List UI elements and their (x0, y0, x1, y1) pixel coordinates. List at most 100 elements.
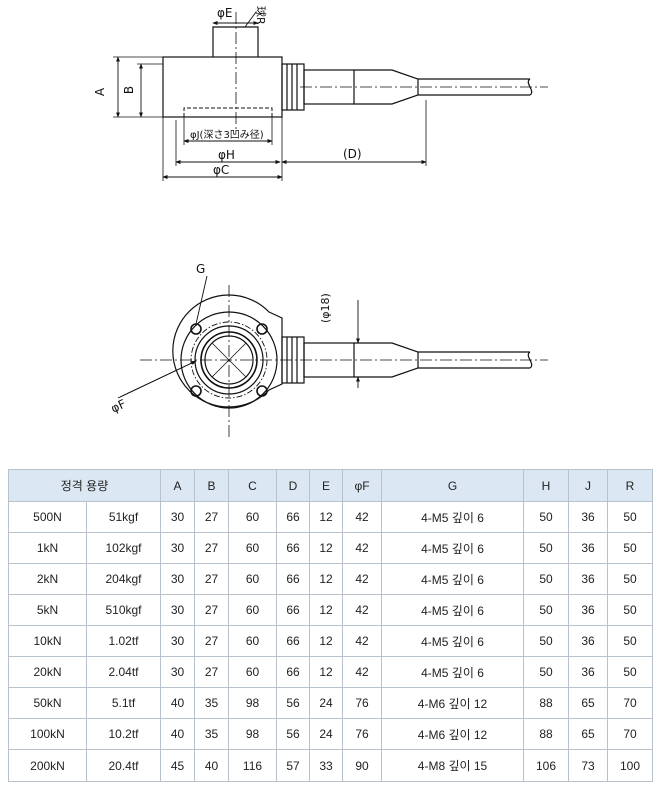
technical-drawing: φE 球R A B φJ(深さ3凹み径) φH φC (D) (93, 6, 548, 438)
g-leader (195, 275, 208, 325)
cell-j: 36 (568, 532, 608, 564)
cell-h: 50 (523, 532, 569, 564)
cell-j: 36 (568, 563, 608, 595)
cell-a: 30 (160, 594, 195, 626)
cell-capacity-kgf: 204kgf (86, 563, 161, 595)
cell-d: 56 (276, 718, 310, 750)
cell-g: 4-M5 깊이 6 (381, 563, 524, 595)
sensor-body (162, 56, 283, 118)
cell-e: 24 (309, 718, 343, 750)
cell-j: 65 (568, 718, 608, 750)
cell-c: 116 (228, 749, 277, 782)
cell-capacity-n: 10kN (8, 625, 87, 657)
cell-b: 27 (194, 532, 229, 564)
cell-phi-f: 42 (342, 656, 382, 688)
cell-d: 66 (276, 656, 310, 688)
top-diagonal-2 (211, 342, 247, 378)
cell-a: 30 (160, 501, 195, 533)
cell-r: 50 (607, 563, 653, 595)
header-b: B (194, 469, 229, 502)
cell-a: 30 (160, 625, 195, 657)
cell-capacity-kgf: 2.04tf (86, 656, 161, 688)
cell-capacity-kgf: 10.2tf (86, 718, 161, 750)
header-d: D (276, 469, 310, 502)
cable (418, 78, 530, 96)
cell-capacity-n: 1kN (8, 532, 87, 564)
cell-h: 50 (523, 594, 569, 626)
label-phi-c: φC (213, 163, 229, 177)
cell-h: 50 (523, 501, 569, 533)
header-capacity: 정격 용량 (8, 469, 161, 502)
label-a: A (93, 87, 107, 96)
table-header-row: 정격 용량 A B C D E φF G H J R (8, 469, 653, 502)
cell-capacity-kgf: 20.4tf (86, 749, 161, 782)
cell-r: 50 (607, 656, 653, 688)
cell-d: 66 (276, 501, 310, 533)
cell-e: 12 (309, 594, 343, 626)
cell-phi-f: 42 (342, 532, 382, 564)
label-phi-f: φF (109, 397, 128, 416)
cell-h: 88 (523, 687, 569, 719)
cell-c: 60 (228, 594, 277, 626)
top-cable-break (527, 351, 533, 369)
cell-phi-f: 76 (342, 718, 382, 750)
cell-h: 50 (523, 563, 569, 595)
cell-a: 40 (160, 718, 195, 750)
cell-g: 4-M5 깊이 6 (381, 656, 524, 688)
cell-e: 24 (309, 687, 343, 719)
cell-d: 66 (276, 563, 310, 595)
cell-e: 12 (309, 501, 343, 533)
cell-g: 4-M5 깊이 6 (381, 501, 524, 533)
cell-capacity-kgf: 5.1tf (86, 687, 161, 719)
header-c: C (228, 469, 277, 502)
cell-capacity-n: 200kN (8, 749, 87, 782)
cell-b: 27 (194, 594, 229, 626)
cell-b: 27 (194, 656, 229, 688)
cell-e: 12 (309, 563, 343, 595)
cell-j: 36 (568, 501, 608, 533)
cell-capacity-kgf: 1.02tf (86, 625, 161, 657)
cell-r: 50 (607, 501, 653, 533)
cell-phi-f: 42 (342, 625, 382, 657)
header-phi-f: φF (342, 469, 382, 502)
cell-j: 65 (568, 687, 608, 719)
label-phi-j: φJ(深さ3凹み径) (190, 128, 264, 141)
header-a: A (160, 469, 195, 502)
cell-capacity-n: 100kN (8, 718, 87, 750)
header-r: R (607, 469, 653, 502)
cell-a: 30 (160, 656, 195, 688)
cell-e: 12 (309, 532, 343, 564)
cell-capacity-n: 5kN (8, 594, 87, 626)
label-phi-e: φE (217, 6, 233, 20)
cell-capacity-kgf: 51kgf (86, 501, 161, 533)
cell-b: 27 (194, 563, 229, 595)
cell-phi-f: 90 (342, 749, 382, 782)
cell-b: 27 (194, 625, 229, 657)
cable-sleeve-taper (354, 69, 419, 105)
cell-phi-f: 42 (342, 501, 382, 533)
cell-j: 36 (568, 656, 608, 688)
cell-g: 4-M8 깊이 15 (381, 749, 524, 782)
cell-c: 98 (228, 718, 277, 750)
cell-capacity-n: 2kN (8, 563, 87, 595)
top-cable-taper (354, 342, 419, 378)
cell-phi-f: 42 (342, 563, 382, 595)
cell-b: 35 (194, 687, 229, 719)
cell-e: 33 (309, 749, 343, 782)
cell-b: 40 (194, 749, 229, 782)
cell-e: 12 (309, 656, 343, 688)
cell-h: 50 (523, 656, 569, 688)
bolt-hole-3 (190, 385, 202, 397)
f-arrow (119, 360, 197, 398)
bolt-hole-4 (256, 385, 268, 397)
top-view (117, 275, 548, 438)
cell-a: 40 (160, 687, 195, 719)
cell-a: 45 (160, 749, 195, 782)
cell-c: 60 (228, 501, 277, 533)
cell-c: 60 (228, 625, 277, 657)
